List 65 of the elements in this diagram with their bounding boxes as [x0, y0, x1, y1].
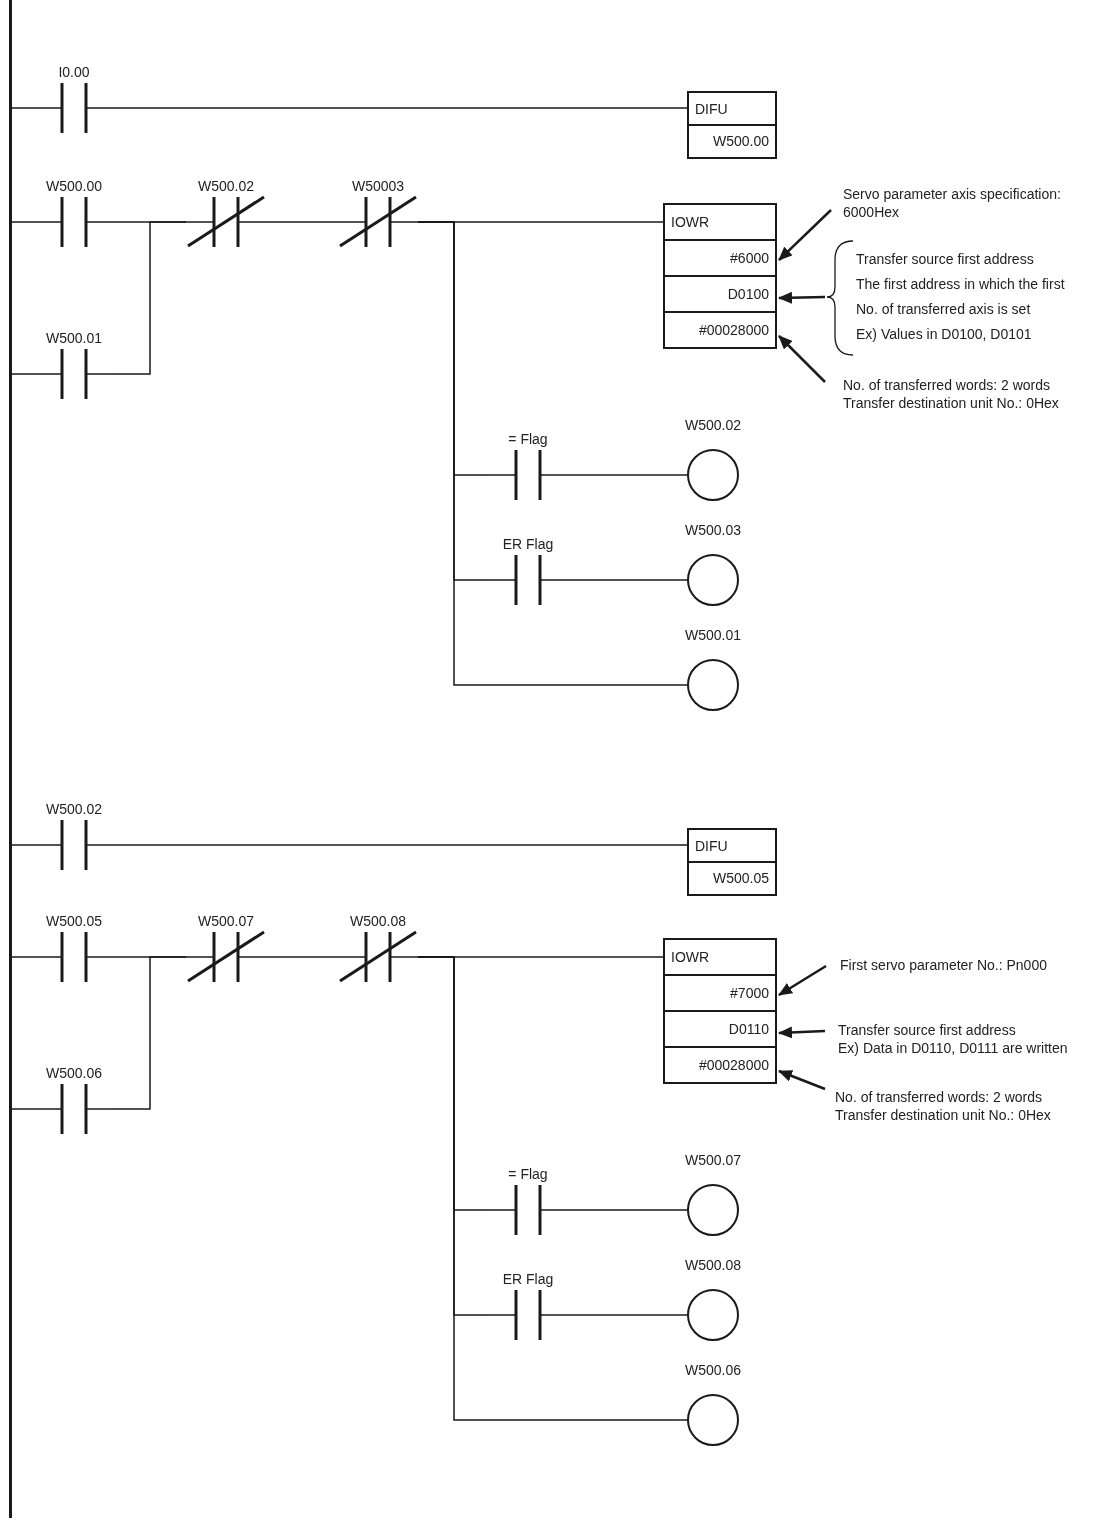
ladder-wire [113, 844, 688, 846]
contact-label: W500.07 [197, 912, 254, 931]
contact-label: = Flag [508, 430, 548, 449]
ladder-wire [11, 1108, 35, 1110]
leader-arrow [778, 291, 826, 304]
leader-arrow [778, 209, 832, 261]
ladder-wire [417, 221, 674, 686]
annotation-text: First servo parameter No.: Pn000 [840, 956, 1048, 974]
coil-label: W500.08 [684, 1256, 741, 1275]
ladder-wire [265, 221, 339, 223]
contact-label: W500.02 [45, 800, 102, 819]
annotation-text: Ex) Data in D0110, D0111 are written [838, 1039, 1069, 1057]
instruction-box [687, 91, 777, 159]
ladder-wire [265, 956, 339, 958]
coil-label: W500.02 [684, 416, 741, 435]
annotation-text: Servo parameter axis specification: 6000Hex [843, 185, 1062, 221]
annotation-text: The first address in which the first [856, 275, 1066, 294]
contact-label: = Flag [508, 1165, 548, 1184]
leader-arrow [778, 1026, 826, 1039]
annotation-text: Transfer source first address [838, 1021, 1017, 1039]
contact-label: I0.00 [58, 63, 90, 82]
ladder-wire [113, 221, 187, 375]
leader-arrow [778, 964, 827, 997]
contact-label: ER Flag [502, 1270, 554, 1289]
instruction-name: IOWR [671, 948, 710, 967]
instruction-box [663, 203, 777, 349]
ladder-wire [567, 474, 674, 476]
instruction-name: DIFU [695, 836, 728, 856]
ladder-wire [11, 956, 35, 958]
contact-label: W500.08 [349, 912, 406, 931]
ladder-wire [417, 956, 674, 1421]
coil-label: W500.06 [684, 1361, 741, 1380]
annotation-text: Ex) Values in D0100, D0101 [856, 325, 1033, 344]
annotation-text: Transfer destination unit No.: 0Hex [843, 394, 1060, 412]
annotation-text: No. of transferred axis is set [856, 300, 1032, 319]
contact-label: W500.00 [45, 177, 102, 196]
ladder-wire [113, 107, 688, 109]
ladder-wire [11, 221, 35, 223]
ladder-wire [567, 1314, 674, 1316]
instruction-box [687, 828, 777, 896]
contact-label: W500.05 [45, 912, 102, 931]
coil-label: W500.03 [684, 521, 741, 540]
annotation-text: Transfer source first address [856, 250, 1035, 269]
leader-arrow [778, 335, 826, 383]
leader-arrow [778, 1069, 826, 1091]
contact-label: W500.06 [45, 1064, 102, 1083]
contact-label: W500.01 [45, 329, 102, 348]
instruction-box [663, 938, 777, 1084]
ladder-wire [11, 107, 35, 109]
contact-label: ER Flag [502, 535, 554, 554]
contact-label: W500.02 [197, 177, 254, 196]
coil-label: W500.01 [684, 626, 741, 645]
ladder-wire [113, 956, 187, 1110]
instruction-name: DIFU [695, 99, 728, 119]
annotation-text: Transfer destination unit No.: 0Hex [835, 1106, 1052, 1124]
ladder-wire [567, 579, 674, 581]
coil-label: W500.07 [684, 1151, 741, 1170]
instruction-name: IOWR [671, 213, 710, 232]
annotation-text: No. of transferred words: 2 words [843, 376, 1051, 394]
power-rail [9, 0, 12, 1518]
ladder-wire [11, 844, 35, 846]
annotation-text: No. of transferred words: 2 words [835, 1088, 1043, 1106]
ladder-wire [567, 1209, 674, 1211]
ladder-wire [11, 373, 35, 375]
contact-label: W50003 [351, 177, 405, 196]
